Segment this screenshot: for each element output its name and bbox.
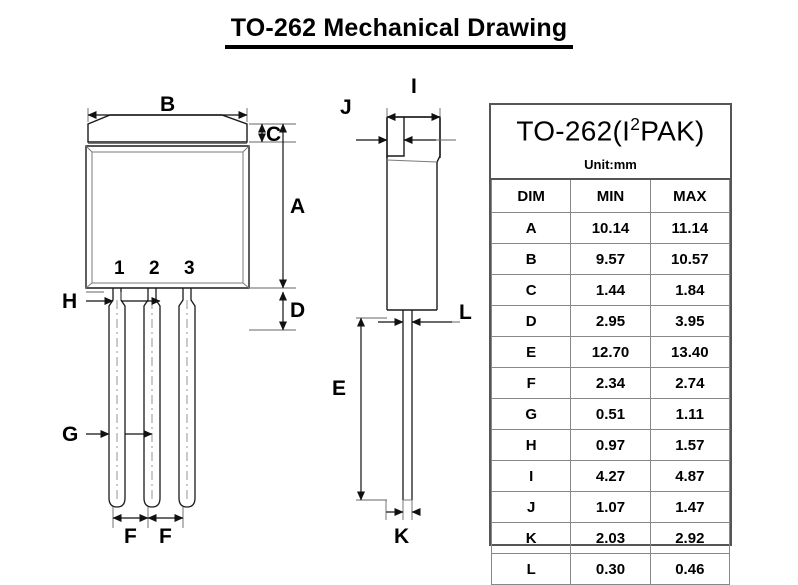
page-title-text: TO-262 Mechanical Drawing: [224, 14, 574, 49]
dim-label-k: K: [394, 525, 410, 548]
dim-label-c: C: [266, 123, 282, 146]
dim-label-a: A: [290, 195, 306, 218]
cell-dim: E: [490, 336, 572, 368]
cell-dim: L: [490, 553, 572, 585]
cell-dim: A: [490, 212, 572, 244]
cell-min: 0.97: [570, 429, 651, 461]
table-header-row: DIM MIN MAX: [490, 178, 731, 213]
dim-label-f1: F: [124, 525, 137, 548]
page-title: TO-262 Mechanical Drawing: [0, 14, 798, 49]
cell-max: 1.47: [649, 491, 731, 523]
cell-max: 1.57: [649, 429, 731, 461]
cell-min: 2.34: [570, 367, 651, 399]
dim-label-d: D: [290, 299, 306, 322]
dim-label-j: J: [340, 96, 352, 119]
cell-min: 2.95: [570, 305, 651, 337]
cell-dim: K: [490, 522, 572, 554]
package-name-prefix: TO-262(I: [516, 115, 631, 147]
cell-dim: I: [490, 460, 572, 492]
package-name-superscript: 2: [630, 114, 641, 135]
cell-min: 4.27: [570, 460, 651, 492]
column-header-min: MIN: [570, 178, 651, 213]
front-view-outline: [85, 114, 250, 289]
cell-min: 2.03: [570, 522, 651, 554]
cell-min: 0.30: [570, 553, 651, 585]
cell-dim: G: [490, 398, 572, 430]
table-title-row: TO-262(I2PAK): [492, 105, 730, 153]
dim-label-l: L: [459, 301, 472, 324]
side-view-extension-lines: [356, 108, 460, 520]
cell-max: 2.92: [649, 522, 731, 554]
cell-min: 9.57: [570, 243, 651, 275]
pin-label-2: 2: [149, 258, 160, 279]
cell-min: 1.44: [570, 274, 651, 306]
cell-max: 11.14: [649, 212, 731, 244]
column-header-max: MAX: [649, 178, 731, 213]
cell-dim: H: [490, 429, 572, 461]
pin-label-1: 1: [114, 258, 125, 279]
mechanical-drawing: [85, 108, 460, 528]
package-name-cell: TO-262(I2PAK): [492, 105, 730, 153]
dim-label-b: B: [160, 93, 176, 116]
dim-label-i: I: [411, 75, 417, 98]
dim-label-f2: F: [159, 525, 172, 548]
cell-max: 10.57: [649, 243, 731, 275]
cell-dim: B: [490, 243, 572, 275]
cell-dim: J: [490, 491, 572, 523]
cell-dim: F: [490, 367, 572, 399]
package-name-suffix: PAK): [640, 115, 705, 147]
cell-max: 0.46: [649, 553, 731, 585]
drawing-svg: [85, 108, 460, 528]
cell-min: 1.07: [570, 491, 651, 523]
cell-max: 4.87: [649, 460, 731, 492]
dim-label-g: G: [62, 423, 79, 446]
unit-cell: Unit:mm: [491, 153, 730, 180]
dim-line-k: [385, 500, 421, 520]
cell-min: 12.70: [570, 336, 651, 368]
dim-label-h: H: [62, 290, 78, 313]
front-view-leads: [108, 288, 196, 508]
cell-dim: C: [490, 274, 572, 306]
cell-max: 1.84: [649, 274, 731, 306]
cell-min: 10.14: [570, 212, 651, 244]
cell-max: 3.95: [649, 305, 731, 337]
column-header-dim: DIM: [490, 178, 572, 213]
table-unit-row: Unit:mm: [491, 153, 730, 180]
side-view-leads: [402, 310, 413, 501]
front-view-extension-lines: [86, 108, 296, 528]
side-view-outline: [386, 116, 441, 311]
cell-min: 0.51: [570, 398, 651, 430]
cell-dim: D: [490, 305, 572, 337]
cell-max: 1.11: [649, 398, 731, 430]
cell-max: 13.40: [649, 336, 731, 368]
dim-label-e: E: [332, 377, 347, 400]
pin-label-3: 3: [184, 258, 195, 279]
cell-max: 2.74: [649, 367, 731, 399]
